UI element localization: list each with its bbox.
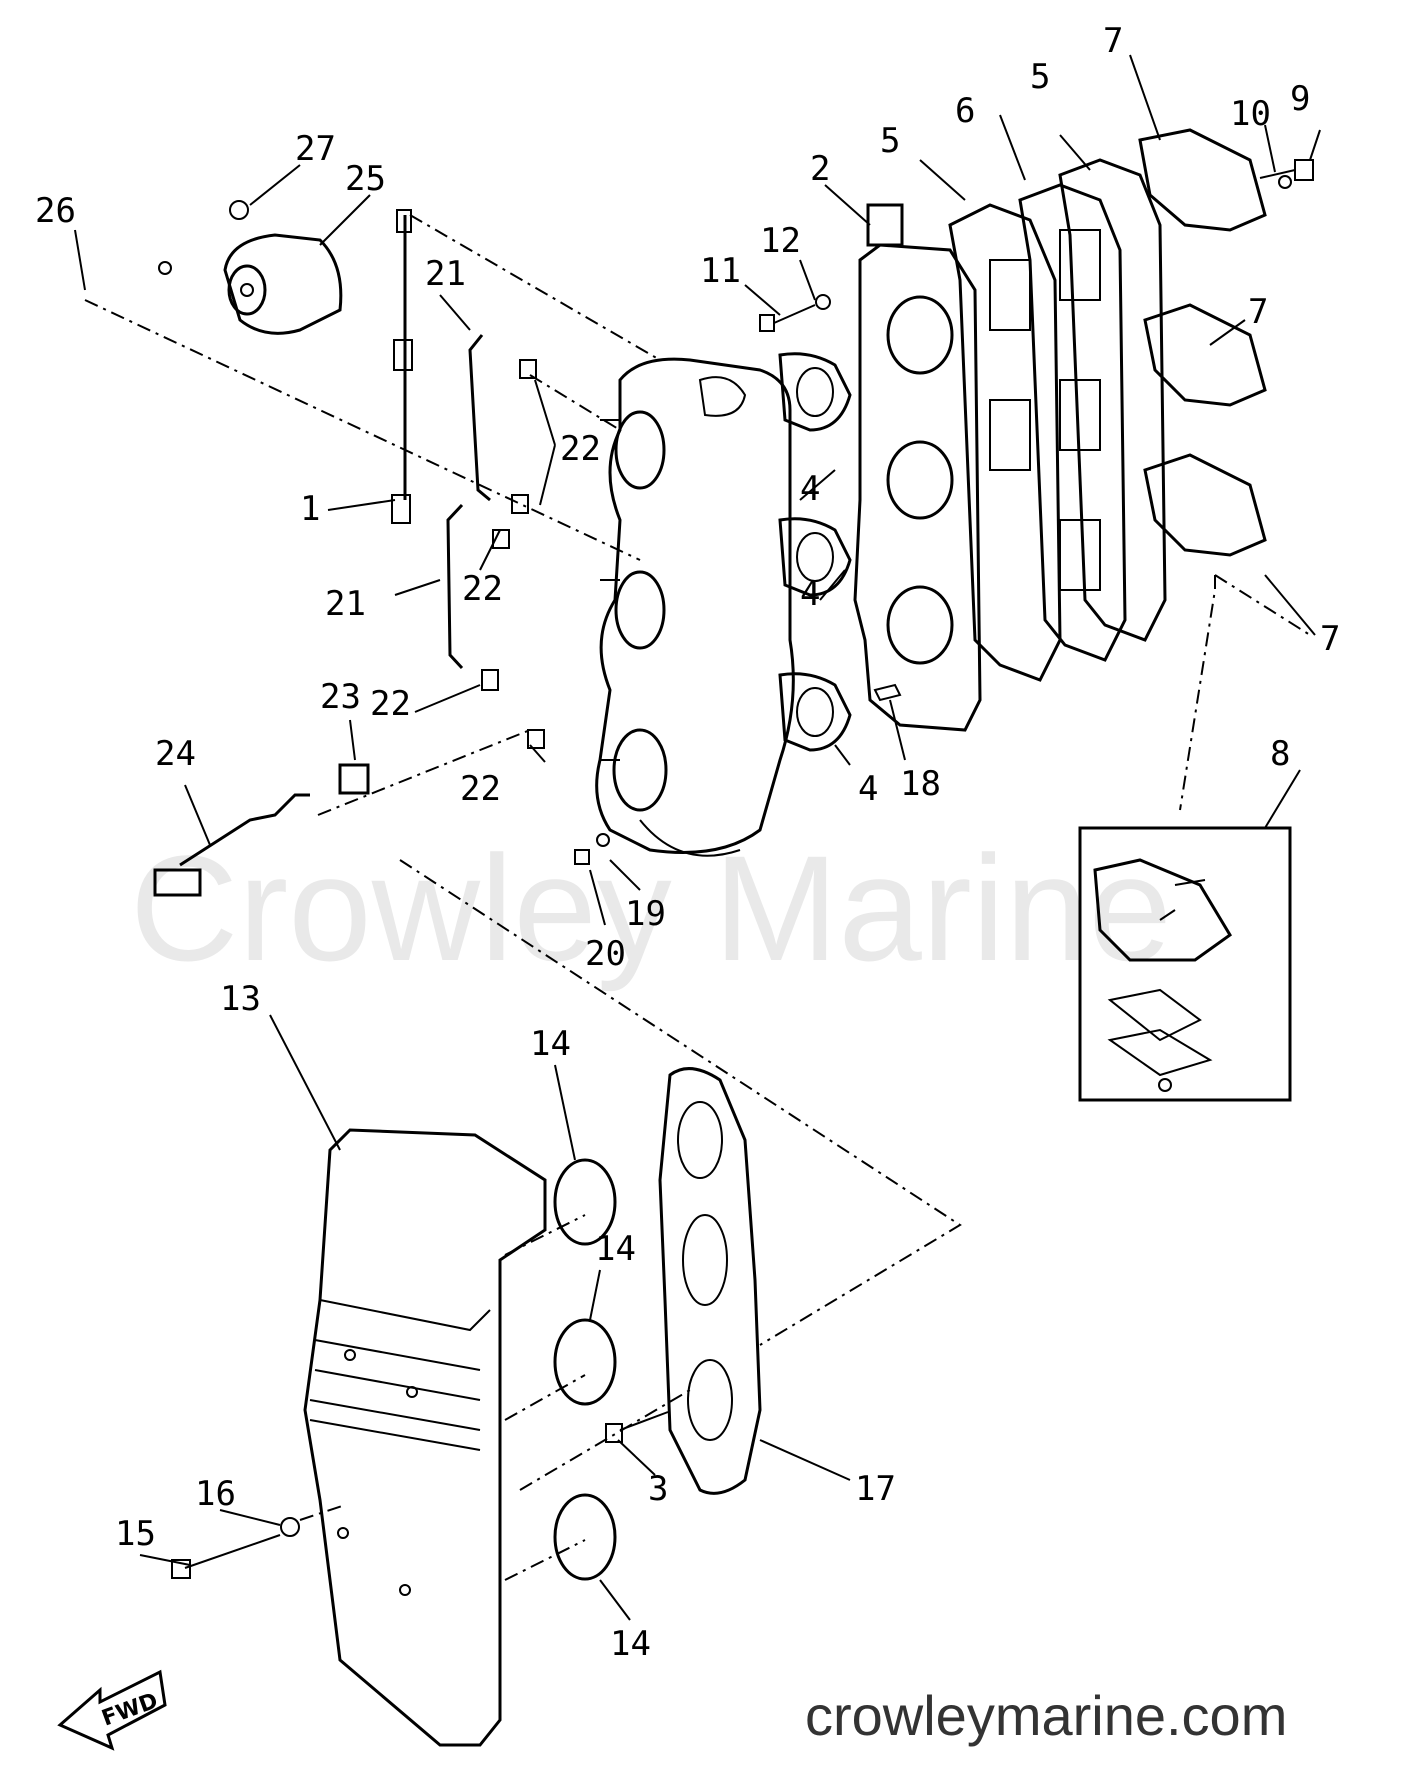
callout-14-top: 14 (530, 1024, 571, 1064)
callout-25: 25 (345, 159, 386, 199)
callout-19: 19 (625, 894, 666, 934)
callout-18: 18 (900, 764, 941, 804)
callout-1: 1 (300, 489, 320, 529)
callout-4-lower: 4 (858, 769, 878, 809)
leader-lines (74, 54, 1321, 1621)
callout-15: 15 (115, 1514, 156, 1554)
reed-valves (1138, 128, 1267, 557)
filter-elements (553, 1158, 617, 1581)
callout-7-side: 7 (1320, 619, 1340, 659)
solenoid (223, 233, 343, 335)
choke-rod (391, 209, 413, 524)
callout-13: 13 (220, 979, 261, 1019)
callout-26: 26 (35, 191, 76, 231)
callout-4-upper: 4 (800, 469, 820, 509)
reed-valve-detail (1078, 826, 1292, 1102)
callout-7-top: 7 (1103, 21, 1123, 61)
callout-7-middle: 7 (1248, 292, 1268, 332)
callout-21-upper: 21 (425, 254, 466, 294)
callout-5-right: 5 (1030, 57, 1050, 97)
callout-9: 9 (1290, 79, 1310, 119)
reed-gaskets (948, 158, 1167, 682)
callout-2: 2 (810, 149, 830, 189)
callout-4-middle: 4 (800, 574, 820, 614)
fasteners (158, 159, 1314, 865)
callout-3: 3 (648, 1469, 668, 1509)
callout-8: 8 (1270, 734, 1290, 774)
callout-11: 11 (700, 251, 741, 291)
intake-manifold (853, 203, 982, 732)
silencer-bolts (171, 1411, 669, 1579)
intake-silencer (303, 1128, 547, 1747)
carb-gaskets (778, 352, 852, 752)
site-url: crowleymarine.com (805, 1684, 1287, 1747)
callout-23: 23 (320, 677, 361, 717)
callout-24: 24 (155, 734, 196, 774)
callout-22-a: 22 (560, 429, 601, 469)
callout-17: 17 (855, 1469, 896, 1509)
carburetor-assembly (595, 357, 795, 857)
silencer-gasket (658, 1067, 762, 1495)
callout-22-c: 22 (370, 684, 411, 724)
callout-12: 12 (760, 221, 801, 261)
callout-16: 16 (195, 1474, 236, 1514)
forward-arrow-icon: FWD (57, 1669, 167, 1751)
hose-clips (481, 359, 545, 749)
callout-14-middle: 14 (595, 1229, 636, 1269)
fwd-label: FWD (99, 1688, 162, 1731)
callout-22-b: 22 (462, 569, 503, 609)
callout-22-d: 22 (460, 769, 501, 809)
assembly-lines (84, 214, 1311, 1581)
callout-21-lower: 21 (325, 584, 366, 624)
fuel-hoses (446, 334, 491, 670)
callout-27: 27 (295, 129, 336, 169)
watermark: Crowley Marine (130, 824, 1172, 992)
enrichener-parts (153, 763, 370, 897)
callout-5-left: 5 (880, 121, 900, 161)
callout-10: 10 (1230, 94, 1271, 134)
callout-numbers: 1 2 3 4 4 4 5 5 6 7 7 7 8 9 10 11 12 13 … (35, 21, 1340, 1664)
callout-14-bottom: 14 (610, 1624, 651, 1664)
callout-6: 6 (955, 91, 975, 131)
callout-20: 20 (585, 934, 626, 974)
